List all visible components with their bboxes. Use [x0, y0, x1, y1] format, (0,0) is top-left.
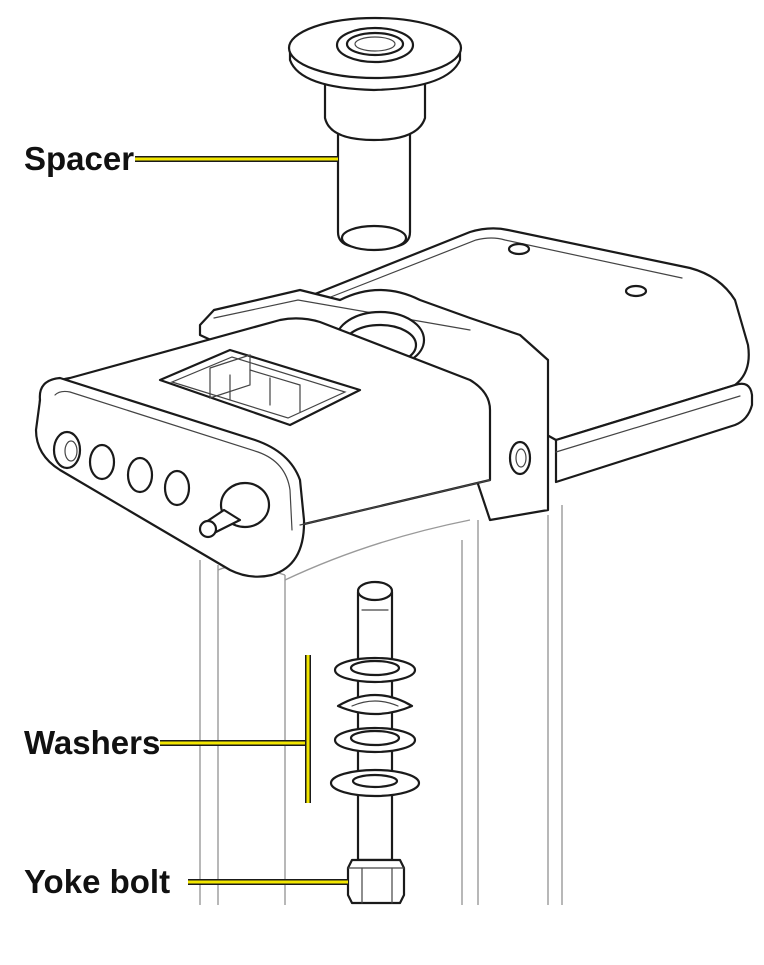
yoke-housing	[34, 227, 754, 578]
washers-label: Washers	[24, 724, 161, 761]
frame-legs	[199, 505, 563, 905]
bolt-head	[346, 858, 406, 905]
washers-icon	[329, 656, 421, 798]
spacer-icon	[287, 16, 463, 252]
leader-lines	[135, 156, 348, 885]
spacer-label: Spacer	[24, 140, 135, 177]
yoke-bolt-label: Yoke bolt	[24, 863, 171, 900]
bolt-icon	[356, 580, 394, 862]
